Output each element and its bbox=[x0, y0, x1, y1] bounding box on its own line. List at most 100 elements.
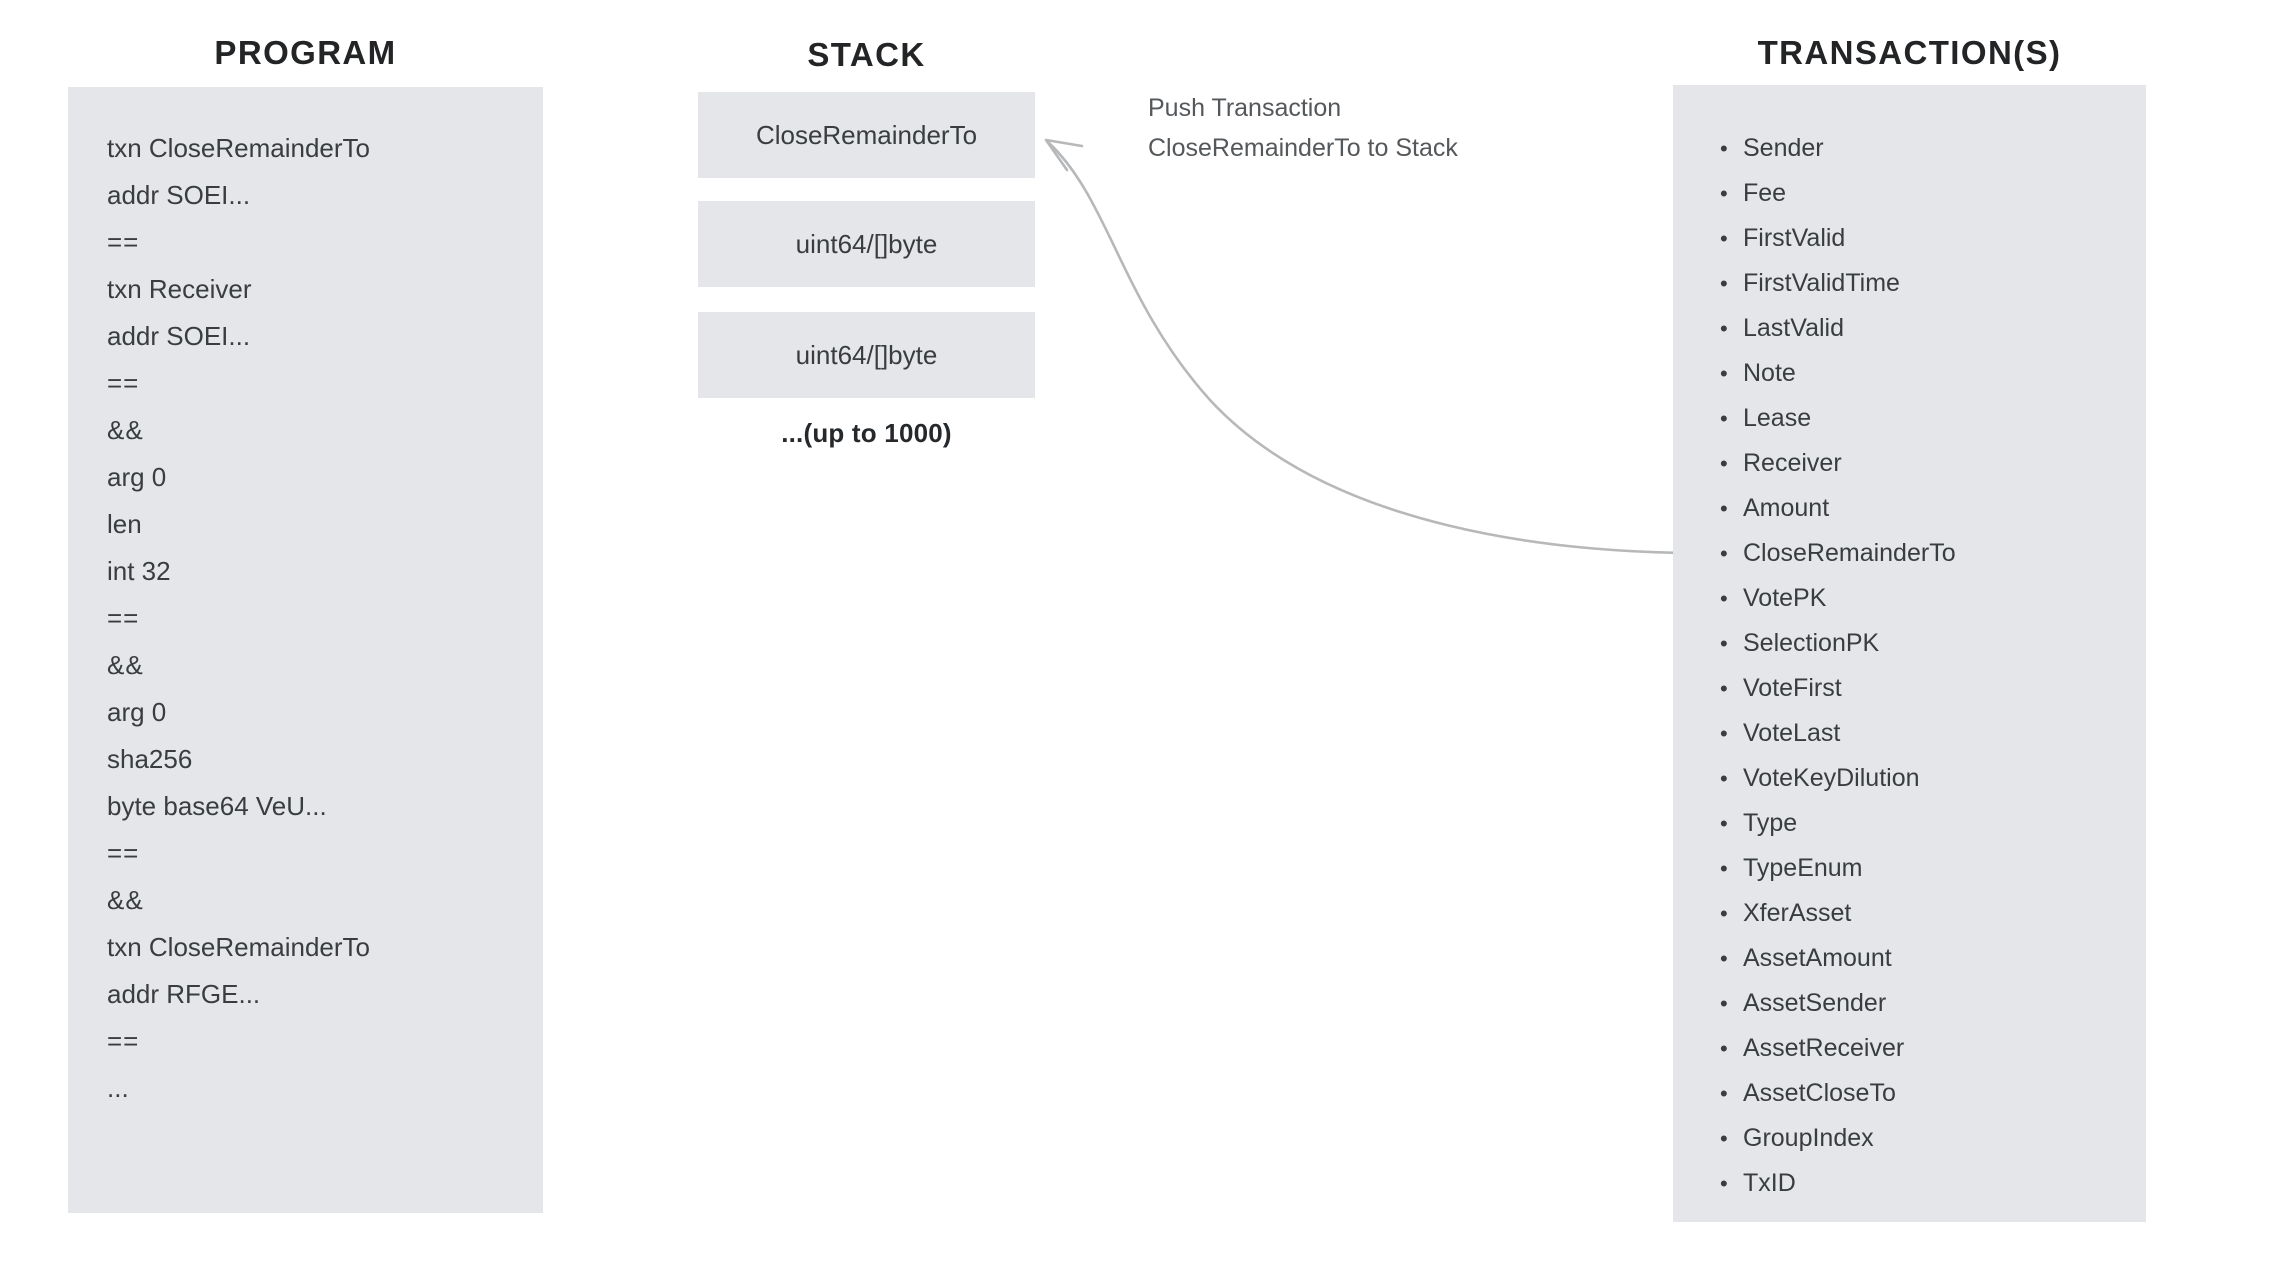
program-line: arg 0 bbox=[107, 462, 167, 492]
list-item: •Note bbox=[1718, 351, 2138, 396]
program-column-title: PROGRAM bbox=[214, 34, 397, 71]
list-item: •XferAsset bbox=[1718, 891, 2138, 936]
list-item-label: SelectionPK bbox=[1743, 629, 1880, 657]
program-line: == bbox=[107, 838, 140, 868]
transaction-field-list: • Sender • Fee • FirstValid • FirstValidTime… bbox=[1718, 126, 2138, 1206]
bullet-icon: • bbox=[1720, 496, 1728, 521]
program-panel bbox=[68, 87, 543, 1213]
list-item: • Receiver bbox=[1718, 441, 2138, 486]
list-item: • VotePK bbox=[1718, 576, 2138, 621]
list-item: • FirstValidTime bbox=[1718, 261, 2138, 306]
list-item: • Amount bbox=[1718, 486, 2138, 531]
bullet-icon: • bbox=[1720, 856, 1728, 881]
stack-column-title: STACK bbox=[807, 36, 926, 73]
bullet-icon: • bbox=[1720, 586, 1728, 611]
list-item-label: Type bbox=[1743, 809, 1798, 837]
list-item-label: XferAsset bbox=[1743, 899, 1852, 927]
push-arrow-path bbox=[1047, 141, 1701, 555]
stack-cell: uint64/[]byte bbox=[698, 201, 1035, 287]
push-arrow-head bbox=[1044, 138, 1084, 172]
stack-capacity-note: ...(up to 1000) bbox=[781, 418, 952, 448]
list-item: • VoteFirst bbox=[1718, 666, 2138, 711]
list-item: • VoteLast bbox=[1718, 711, 2138, 756]
list-item-label: Note bbox=[1743, 359, 1796, 387]
program-line: len bbox=[107, 509, 142, 539]
bullet-icon: • bbox=[1720, 1036, 1728, 1061]
program-line: addr SOEI... bbox=[107, 180, 251, 210]
program-line: == bbox=[107, 227, 140, 257]
list-item: •AssetReceiver bbox=[1718, 1026, 2138, 1071]
list-item-label: VoteLast bbox=[1743, 719, 1841, 747]
list-item: • Sender bbox=[1718, 126, 2138, 171]
program-line: txn CloseRemainderTo bbox=[107, 932, 371, 962]
bullet-icon: • bbox=[1720, 1171, 1728, 1196]
bullet-icon: • bbox=[1720, 991, 1728, 1016]
program-line: byte base64 VeU... bbox=[107, 791, 327, 821]
list-item-label: VoteFirst bbox=[1743, 674, 1842, 702]
bullet-icon: • bbox=[1720, 721, 1728, 746]
bullet-icon: • bbox=[1720, 226, 1728, 251]
list-item-label: FirstValidTime bbox=[1743, 269, 1900, 297]
bullet-icon: • bbox=[1720, 136, 1728, 161]
bullet-icon: • bbox=[1720, 676, 1728, 701]
list-item: • Fee bbox=[1718, 171, 2138, 216]
bullet-icon: • bbox=[1720, 271, 1728, 296]
program-line: && bbox=[107, 650, 144, 680]
transactions-column-title: TRANSACTION(S) bbox=[1757, 34, 2062, 71]
stack-cell: uint64/[]byte bbox=[698, 312, 1035, 398]
list-item-label: Amount bbox=[1743, 494, 1830, 522]
stack-cell-top: CloseRemainderTo bbox=[698, 92, 1035, 178]
program-line: arg 0 bbox=[107, 697, 167, 727]
list-item-label: VotePK bbox=[1743, 584, 1827, 612]
list-item: • VoteKeyDilution bbox=[1718, 756, 2138, 801]
program-line: int 32 bbox=[107, 556, 171, 586]
bullet-icon: • bbox=[1720, 541, 1728, 566]
program-line: txn Receiver bbox=[107, 274, 252, 304]
bullet-icon: • bbox=[1720, 316, 1728, 341]
bullet-icon: • bbox=[1720, 1126, 1728, 1151]
list-item: • TxID bbox=[1718, 1161, 2138, 1206]
list-item-label: LastValid bbox=[1743, 314, 1844, 342]
bullet-icon: • bbox=[1720, 811, 1728, 836]
list-item-label: TxID bbox=[1743, 1169, 1796, 1197]
program-line: && bbox=[107, 415, 144, 445]
list-item-label: Sender bbox=[1743, 134, 1824, 162]
program-line-highlighted[interactable]: txn CloseRemainderTo bbox=[107, 133, 371, 163]
bullet-icon: • bbox=[1720, 1081, 1728, 1106]
program-line: == bbox=[107, 1026, 140, 1056]
program-instruction-list: txn CloseRemainderTo addr SOEI... == txn… bbox=[107, 125, 537, 1112]
list-item: • GroupIndex bbox=[1718, 1116, 2138, 1161]
list-item-label: GroupIndex bbox=[1743, 1124, 1874, 1152]
list-item-label: AssetSender bbox=[1743, 989, 1887, 1017]
program-line-ellipsis: ... bbox=[107, 1073, 129, 1103]
program-line: == bbox=[107, 603, 140, 633]
program-line: sha256 bbox=[107, 744, 193, 774]
bullet-icon: • bbox=[1720, 766, 1728, 791]
list-item: • SelectionPK bbox=[1718, 621, 2138, 666]
list-item-label: FirstValid bbox=[1743, 224, 1846, 252]
bullet-icon: • bbox=[1720, 631, 1728, 656]
list-item: • FirstValid bbox=[1718, 216, 2138, 261]
list-item-label: VoteKeyDilution bbox=[1743, 764, 1920, 792]
list-item-close-remainder-to: • CloseRemainderTo bbox=[1718, 531, 2138, 576]
list-item-label: CloseRemainderTo bbox=[1743, 539, 1956, 567]
program-line: && bbox=[107, 885, 144, 915]
push-annotation-label: Push Transaction CloseRemainderTo to Sta… bbox=[1148, 88, 1578, 168]
list-item: • LastValid bbox=[1718, 306, 2138, 351]
list-item: • AssetCloseTo bbox=[1718, 1071, 2138, 1116]
list-item: •Lease bbox=[1718, 396, 2138, 441]
bullet-icon: • bbox=[1720, 181, 1728, 206]
list-item-label: AssetCloseTo bbox=[1743, 1079, 1896, 1107]
annotation-line-2: CloseRemainderTo to Stack bbox=[1148, 134, 1458, 162]
list-item: • TypeEnum bbox=[1718, 846, 2138, 891]
list-item-label: Receiver bbox=[1743, 449, 1842, 477]
program-line: addr SOEI... bbox=[107, 321, 251, 351]
list-item: • Type bbox=[1718, 801, 2138, 846]
bullet-icon: • bbox=[1720, 451, 1728, 476]
list-item-label: Fee bbox=[1743, 179, 1787, 207]
bullet-icon: • bbox=[1720, 406, 1728, 431]
list-item: •AssetAmount bbox=[1718, 936, 2138, 981]
list-item-label: AssetAmount bbox=[1743, 944, 1892, 972]
list-item-label: TypeEnum bbox=[1743, 854, 1863, 882]
